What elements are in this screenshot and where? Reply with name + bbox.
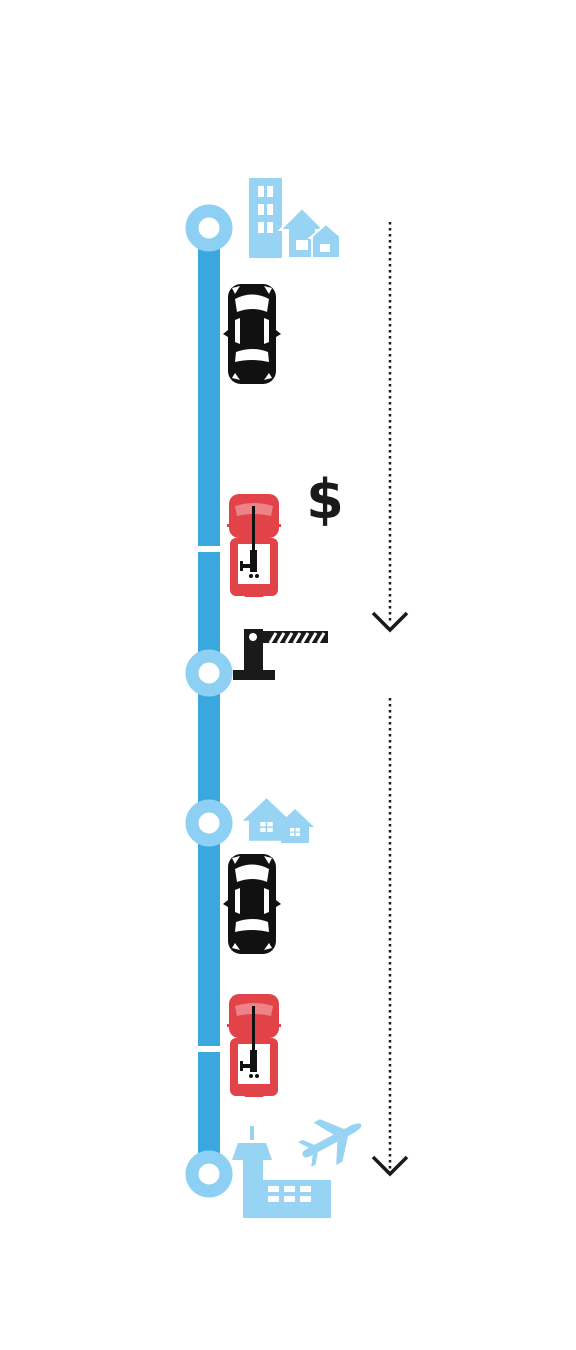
route-segment-3 [198, 1052, 220, 1174]
houses-icon [242, 798, 314, 843]
route-segment-1 [198, 228, 220, 546]
dotted-arrow-down-icon [371, 698, 409, 1176]
route-break-2 [196, 1046, 222, 1052]
airport-tower-icon [232, 1126, 331, 1218]
currency-symbol: $ [306, 468, 344, 531]
stop-toll-gate [185, 649, 233, 697]
private-car-icon [223, 284, 281, 384]
stop-suburb [185, 799, 233, 847]
toll-barrier-icon [233, 629, 328, 680]
route-segment-2 [198, 552, 220, 1046]
dotted-arrow-down-icon [371, 222, 409, 632]
tow-truck-icon [227, 994, 281, 1097]
route-break-1 [196, 546, 222, 552]
stop-airport [185, 1150, 233, 1198]
airplane-icon [298, 1119, 362, 1167]
private-car-icon [223, 854, 281, 954]
city-buildings-houses-icon [249, 178, 345, 259]
route-line [196, 228, 222, 1174]
tow-truck-icon [227, 494, 281, 597]
stop-origin [185, 204, 233, 252]
